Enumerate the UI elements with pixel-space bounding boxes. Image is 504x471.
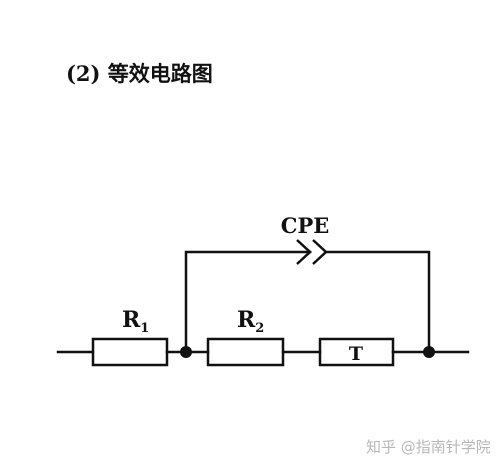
element-t [318, 337, 395, 367]
r2-letter: R [237, 307, 256, 333]
r2-label: R2 [237, 307, 264, 336]
r1-label: R1 [122, 307, 149, 336]
wire-cpe-branch-right [324, 250, 431, 354]
resistor-r2 [206, 337, 285, 367]
r2-subscript: 2 [255, 321, 264, 336]
r1-subscript: 1 [140, 321, 149, 336]
watermark: 知乎 @指南针学院 [366, 438, 491, 456]
t-label: T [349, 343, 363, 365]
cpe-symbol [296, 239, 328, 265]
page-title: (2) 等效电路图 [66, 61, 213, 86]
junction-node-left [180, 346, 192, 358]
resistor-r1 [91, 337, 169, 367]
junction-node-right [423, 346, 435, 358]
cpe-label: CPE [281, 213, 330, 238]
wire-cpe-branch-left [184, 250, 312, 354]
r1-letter: R [122, 307, 141, 333]
